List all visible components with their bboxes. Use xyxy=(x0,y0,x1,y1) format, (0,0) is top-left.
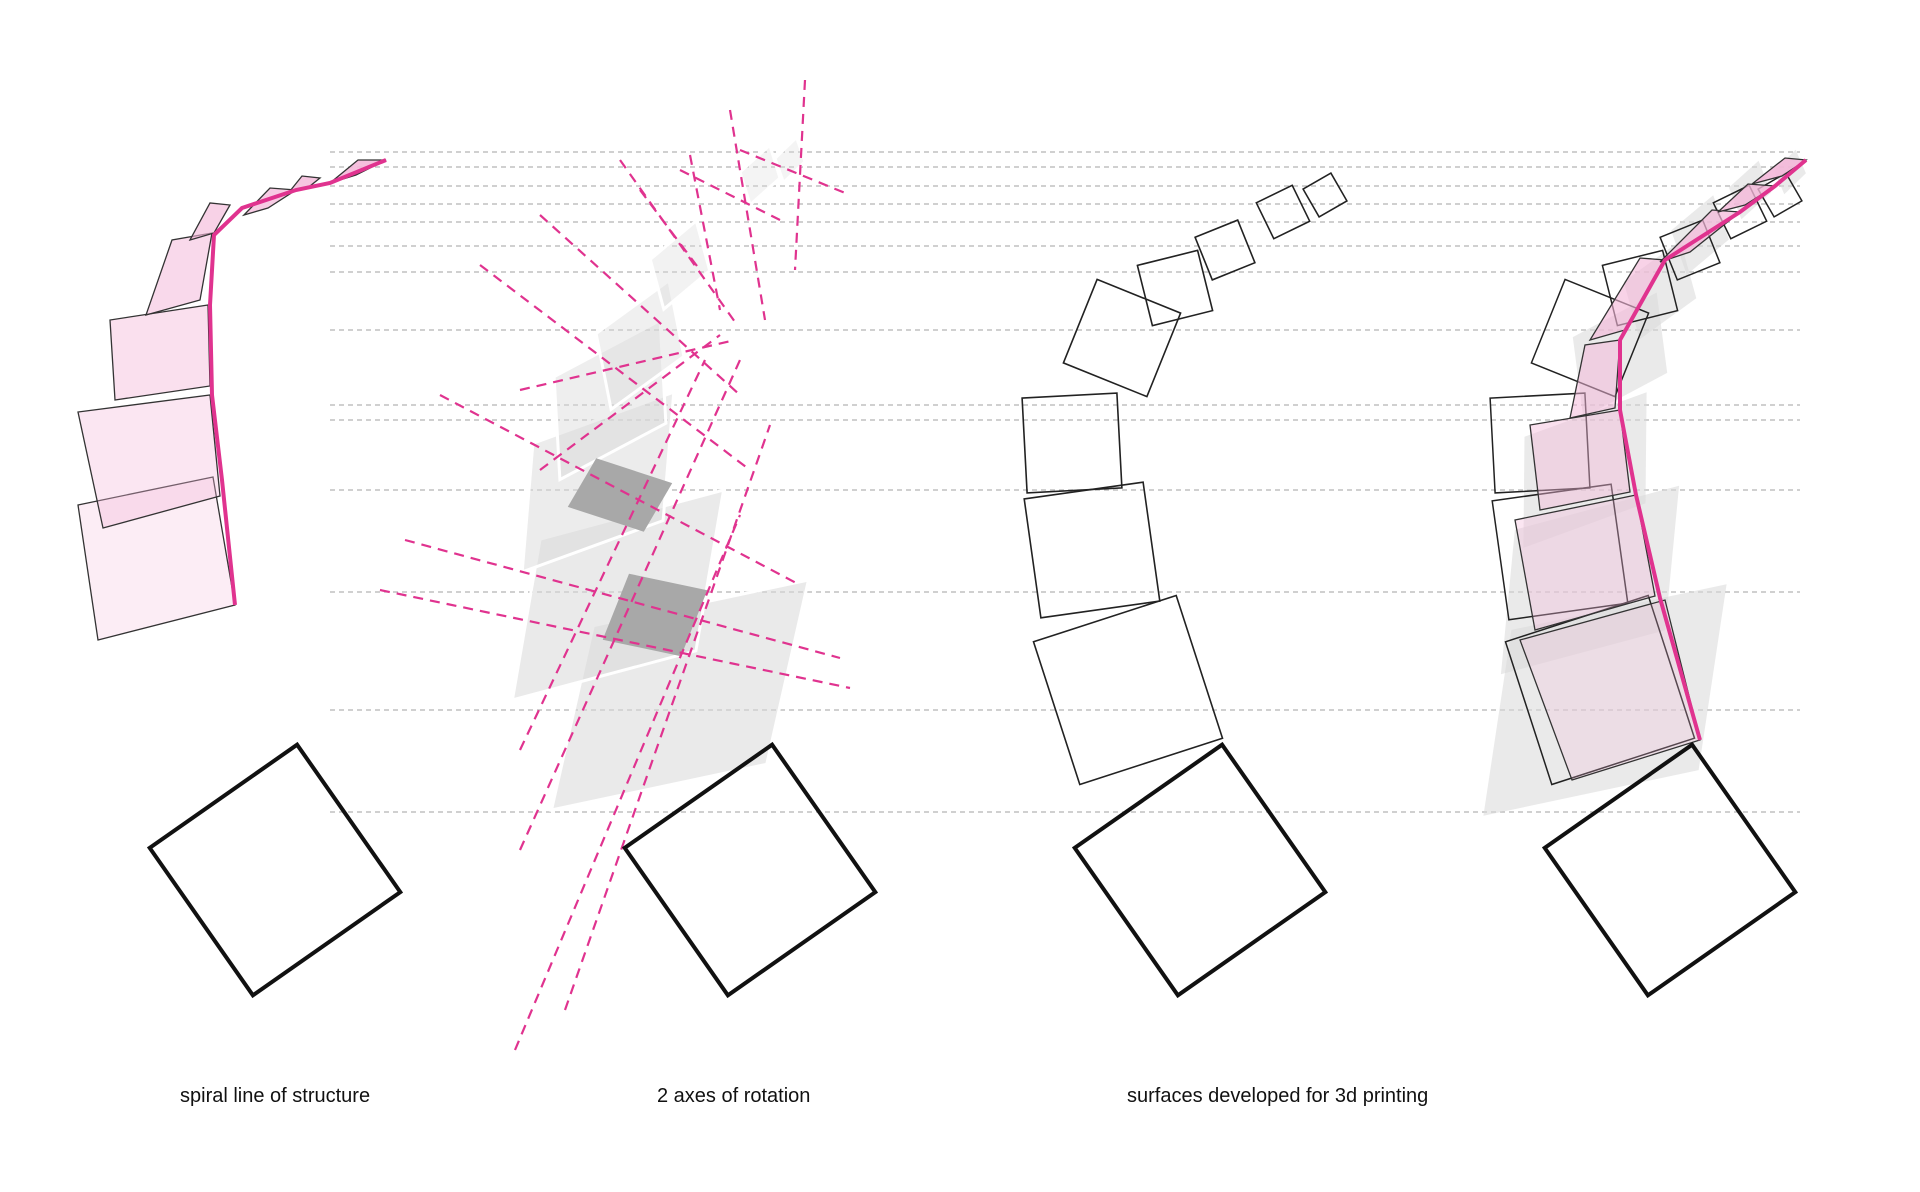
developed-surface-square xyxy=(1021,392,1123,494)
developed-surface-square xyxy=(1489,392,1591,494)
rotation-axis-line xyxy=(679,169,781,221)
grey-rotation-plane xyxy=(773,134,807,186)
developed-surface-square xyxy=(1136,249,1214,327)
developed-surface-square xyxy=(1255,184,1311,240)
developed-surface-square xyxy=(1302,172,1348,218)
rotation-axis-line xyxy=(379,588,851,690)
developed-surface-square xyxy=(1062,278,1182,398)
developed-surface-square xyxy=(1712,184,1768,240)
rotation-axis-line xyxy=(728,109,767,321)
pink-edge-band xyxy=(207,158,387,606)
rotation-axis-line xyxy=(563,424,772,1011)
developed-surface-square xyxy=(1032,594,1224,786)
grey-rotation-plane xyxy=(1523,392,1647,548)
base-square-outline xyxy=(1541,741,1799,999)
rotation-axis-line xyxy=(513,514,742,1051)
rotation-axis-line xyxy=(404,538,841,660)
developed-surface-square xyxy=(1023,481,1161,619)
developed-surface-square xyxy=(1194,219,1256,281)
grey-rotation-plane xyxy=(594,278,686,412)
developed-surface-square xyxy=(1757,172,1803,218)
base-square-outline xyxy=(621,741,879,999)
rotation-axis-line xyxy=(479,264,751,471)
rotation-axis-line xyxy=(739,148,851,197)
panel-spiral-line-of-structure xyxy=(77,158,404,999)
pink-surface-strip xyxy=(77,476,236,641)
pink-surface-strip xyxy=(144,232,213,316)
grey-rotation-plane xyxy=(738,142,782,208)
rotation-axis-line xyxy=(539,214,741,396)
panel-surfaces-developed xyxy=(1021,172,1348,999)
rotation-axis-line xyxy=(518,359,742,851)
developed-surface-square xyxy=(1659,219,1721,281)
base-square-outline xyxy=(1071,741,1329,999)
rotation-axis-line xyxy=(519,338,736,392)
pink-surface-strip xyxy=(188,202,232,242)
pink-surface-strip xyxy=(109,304,211,401)
caption-surfaces-3d-printing: surfaces developed for 3d printing xyxy=(1127,1085,1429,1107)
pink-surface-strip xyxy=(1519,599,1701,781)
grey-rotation-plane xyxy=(1623,240,1697,340)
dark-overlap-panel xyxy=(602,573,708,657)
base-square-outline xyxy=(146,741,404,999)
panel-combined-overlay xyxy=(1483,149,1808,999)
rotation-axis-line xyxy=(793,79,807,271)
caption-axes-of-rotation: 2 axes of rotation xyxy=(657,1085,811,1107)
rotation-axis-line xyxy=(688,154,722,311)
grey-rotation-plane xyxy=(648,218,712,312)
rotation-axis-line xyxy=(539,334,721,471)
rotation-axis-line xyxy=(519,359,706,751)
pink-edge-band xyxy=(1618,158,1808,741)
caption-spiral-line: spiral line of structure xyxy=(180,1085,371,1107)
pink-surface-strip xyxy=(1529,409,1631,511)
panel-two-axes-of-rotation xyxy=(379,79,879,1051)
